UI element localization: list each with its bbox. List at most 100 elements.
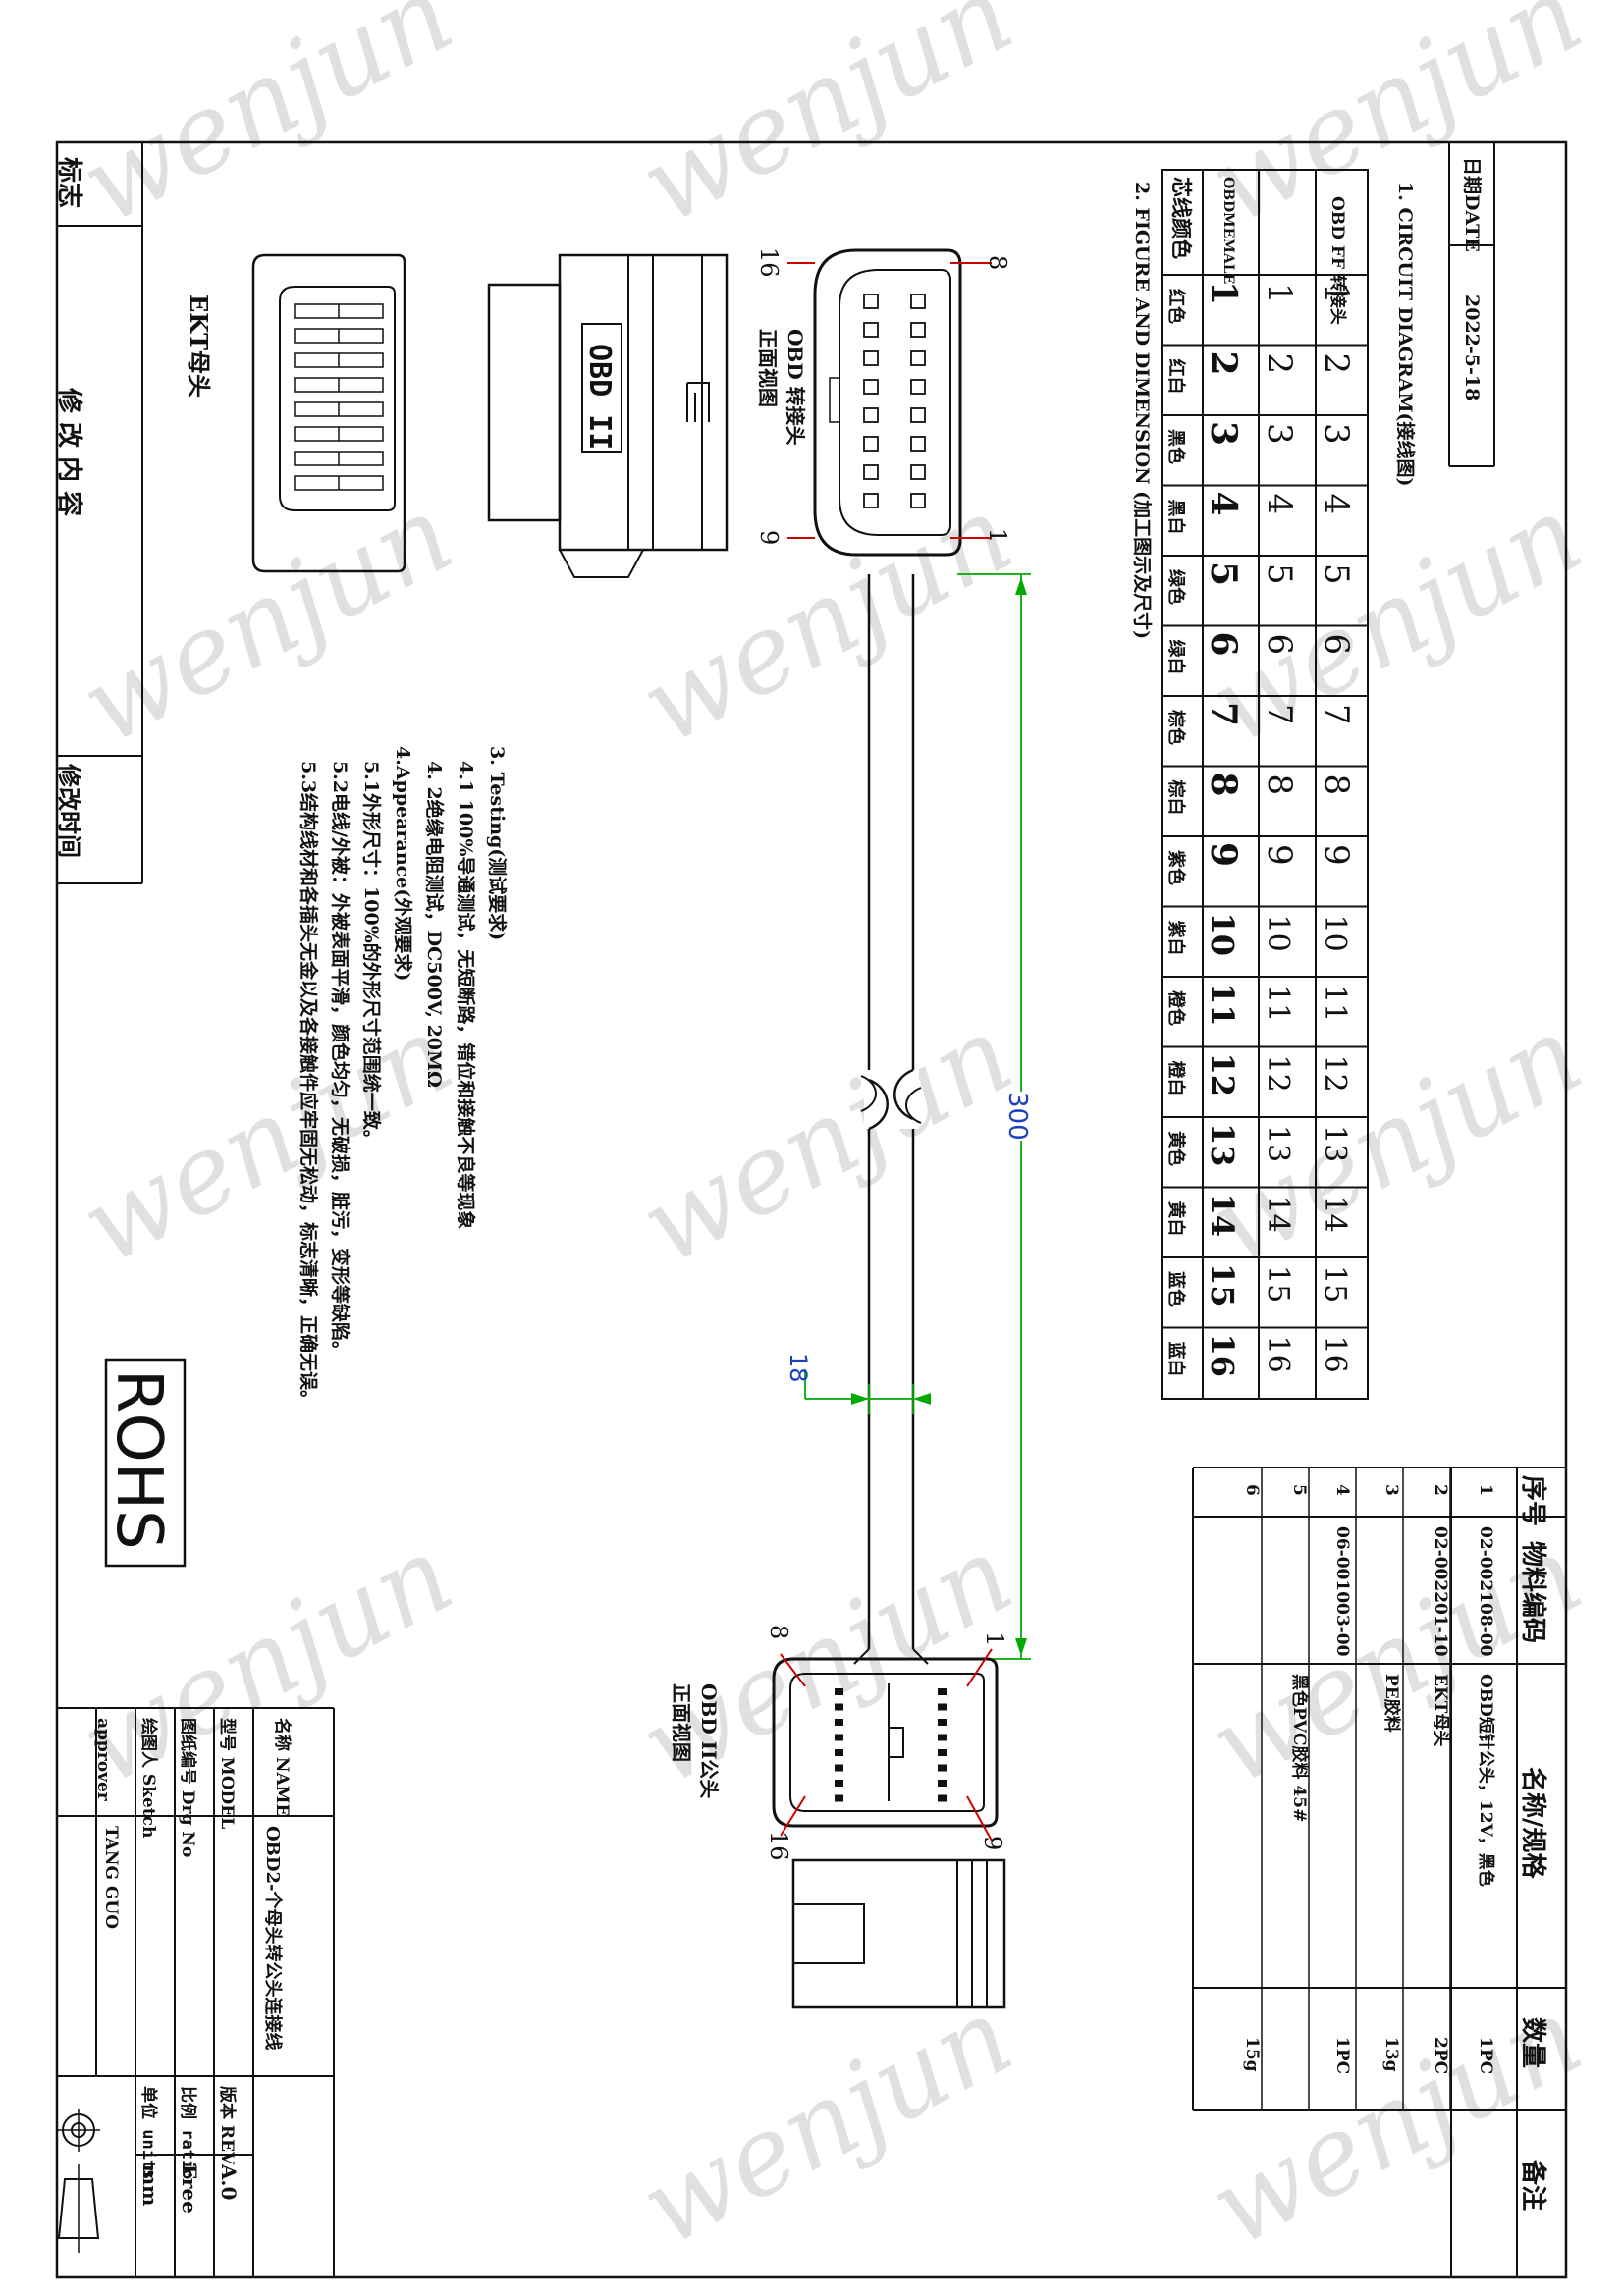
wire-id-5: 5 (1203, 561, 1244, 586)
bom-header-remark: 备注 (1518, 2159, 1548, 2211)
bom-row-no: 4 (1332, 1484, 1352, 1496)
note-line-1: 3. Testing(测试要求) (486, 746, 509, 940)
female-pin-socket (863, 436, 879, 452)
male-pin (938, 1794, 947, 1802)
bom-row-qty: 15g (1242, 2037, 1262, 2072)
bom-row-name: 黑色PVC胶料 45# (1289, 1674, 1310, 1822)
note-line-6: 5.2电线/外被：外被表面平滑，颜色均匀，无破损，脏污，变形等缺陷。 (329, 761, 352, 1360)
male-obd-front-view: 1 9 8 16 OBD II公头 正面视图 (670, 1625, 1008, 1861)
bom-row-code: 06-001003-00 (1332, 1526, 1352, 1657)
wire-color-13: 黄色 (1165, 1131, 1187, 1166)
male-pin-col-4: 4 (1260, 494, 1299, 515)
watermark-9: wenjun (1190, 990, 1600, 1289)
wire-id-6: 6 (1203, 632, 1244, 657)
wire-color-2: 红白 (1165, 359, 1187, 395)
sheet-border (55, 140, 1568, 2279)
female-pin-socket (863, 350, 879, 366)
row-label-color: 芯线颜色 (1169, 177, 1194, 259)
circuit-table-gridlines (1162, 274, 1368, 1329)
title-sketch-value: TANG GUO (101, 1826, 121, 1929)
ff-pin-13: 13 (1318, 1125, 1352, 1162)
ff-pin-16: 16 (1318, 1336, 1352, 1373)
ekt-female-connector: EKT母头 (185, 253, 406, 573)
bom-row-name: EKT母头 (1431, 1674, 1450, 1746)
female-pin-socket (910, 493, 926, 508)
bom-row-no: 2 (1431, 1484, 1450, 1496)
male-pin (835, 1749, 843, 1756)
male-pin (938, 1703, 947, 1711)
wire-id-7: 7 (1203, 702, 1244, 726)
female-pin-socket (863, 322, 879, 338)
wire-id-2: 2 (1203, 351, 1244, 376)
watermark-4: wenjun (61, 470, 471, 769)
date-value: 2022-5-18 (1461, 294, 1483, 400)
male-pin (835, 1764, 843, 1772)
projection-symbol-icon (57, 2109, 100, 2253)
male-pin-col-16: 16 (1261, 1336, 1295, 1373)
ff-pin-1: 1 (1317, 283, 1356, 304)
figure-dimension-title: 2. FIGURE AND DIMENSION (加工图示及尺寸) (1131, 182, 1154, 639)
requirements-notes: 3. Testing(测试要求)4.1 100%导通测试，无短断路，错位和接触不… (298, 746, 509, 1409)
cable (853, 574, 929, 1665)
wire-color-10: 紫白 (1165, 921, 1187, 956)
dim-diameter: 18 (784, 1353, 812, 1383)
female-label-line2: 正面视图 (756, 329, 780, 407)
title-block: 名称 NAME OBD2-个母头转公头连接线 型号 MODEL 图纸编号 Drg… (57, 1707, 335, 2277)
male-pin-col-1: 1 (1260, 283, 1299, 304)
female-pin-9: 9 (755, 530, 783, 545)
ff-pin-2: 2 (1317, 353, 1356, 375)
male-label-line2: 正面视图 (670, 1683, 693, 1762)
bom-row-no: 6 (1242, 1484, 1262, 1496)
watermark-layer: wenjun wenjun wenjun wenjun wenjun wenju… (61, 0, 1600, 2270)
male-pin-col-7: 7 (1260, 704, 1299, 725)
female-pin-socket (863, 294, 879, 309)
note-line-7: 5.3结构线材和各插头无金以及各接触件应牢固无松动，标志清晰，正确无误。 (298, 761, 320, 1409)
wire-color-1: 红色 (1165, 289, 1187, 324)
female-pin-socket (910, 350, 926, 366)
wire-color-3: 黑色 (1165, 429, 1187, 464)
rohs-text: ROHS (102, 1369, 175, 1550)
male-pin (938, 1780, 947, 1787)
wire-id-10: 10 (1204, 913, 1241, 957)
bom-header-code: 物料编码 (1518, 1541, 1548, 1643)
wire-id-14: 14 (1204, 1194, 1241, 1238)
male-pin-8: 8 (765, 1625, 792, 1639)
ff-pin-9: 9 (1317, 844, 1356, 866)
rohs-stamp: ROHS (102, 1358, 187, 1568)
bom-row-name: OBD短针公头，12V，黑色 (1476, 1674, 1496, 1887)
wire-id-1: 1 (1203, 281, 1244, 305)
male-pin-col-13: 13 (1261, 1125, 1295, 1162)
male-pin-col-10: 10 (1261, 915, 1295, 952)
wire-color-9: 紫色 (1165, 850, 1187, 885)
wire-color-12: 橙白 (1165, 1061, 1187, 1096)
female-pin-8: 8 (984, 255, 1011, 270)
ff-pin-10: 10 (1318, 915, 1352, 952)
ff-pin-12: 12 (1318, 1055, 1352, 1093)
male-pin (938, 1719, 947, 1726)
title-units-label: 单位 units (138, 2086, 159, 2179)
female-pin-socket (863, 379, 879, 395)
male-pin-9: 9 (979, 1836, 1006, 1850)
male-pin-16: 16 (765, 1831, 792, 1861)
female-obd-side-view: OBD II (487, 253, 729, 578)
dimension-18: 18 (784, 1353, 931, 1414)
female-pin-socket (910, 379, 926, 395)
title-rev-label: 版本 REV (217, 2086, 238, 2165)
male-pin-col-11: 11 (1261, 985, 1295, 1022)
wire-id-3: 3 (1203, 421, 1244, 446)
note-line-4: 4.Appearance(外观要求) (392, 746, 414, 981)
male-pin (835, 1734, 843, 1741)
watermark-8: wenjun (621, 990, 1031, 1289)
male-pin-col-14: 14 (1261, 1196, 1295, 1233)
ff-pin-11: 11 (1318, 985, 1352, 1022)
female-pin-1: 1 (984, 528, 1011, 543)
title-ratio-label: 比例 ratio (178, 2086, 198, 2179)
revision-mark-label: 标志 (54, 157, 83, 208)
bom-header-name: 名称/规格 (1518, 1767, 1548, 1879)
ff-pin-6: 6 (1317, 634, 1356, 656)
female-pin-socket (863, 464, 879, 480)
title-approver-label: approver (93, 1718, 113, 1802)
female-pin-socket (910, 294, 926, 309)
ff-pin-15: 15 (1318, 1265, 1352, 1303)
male-obd-side-view (791, 1858, 1006, 2009)
